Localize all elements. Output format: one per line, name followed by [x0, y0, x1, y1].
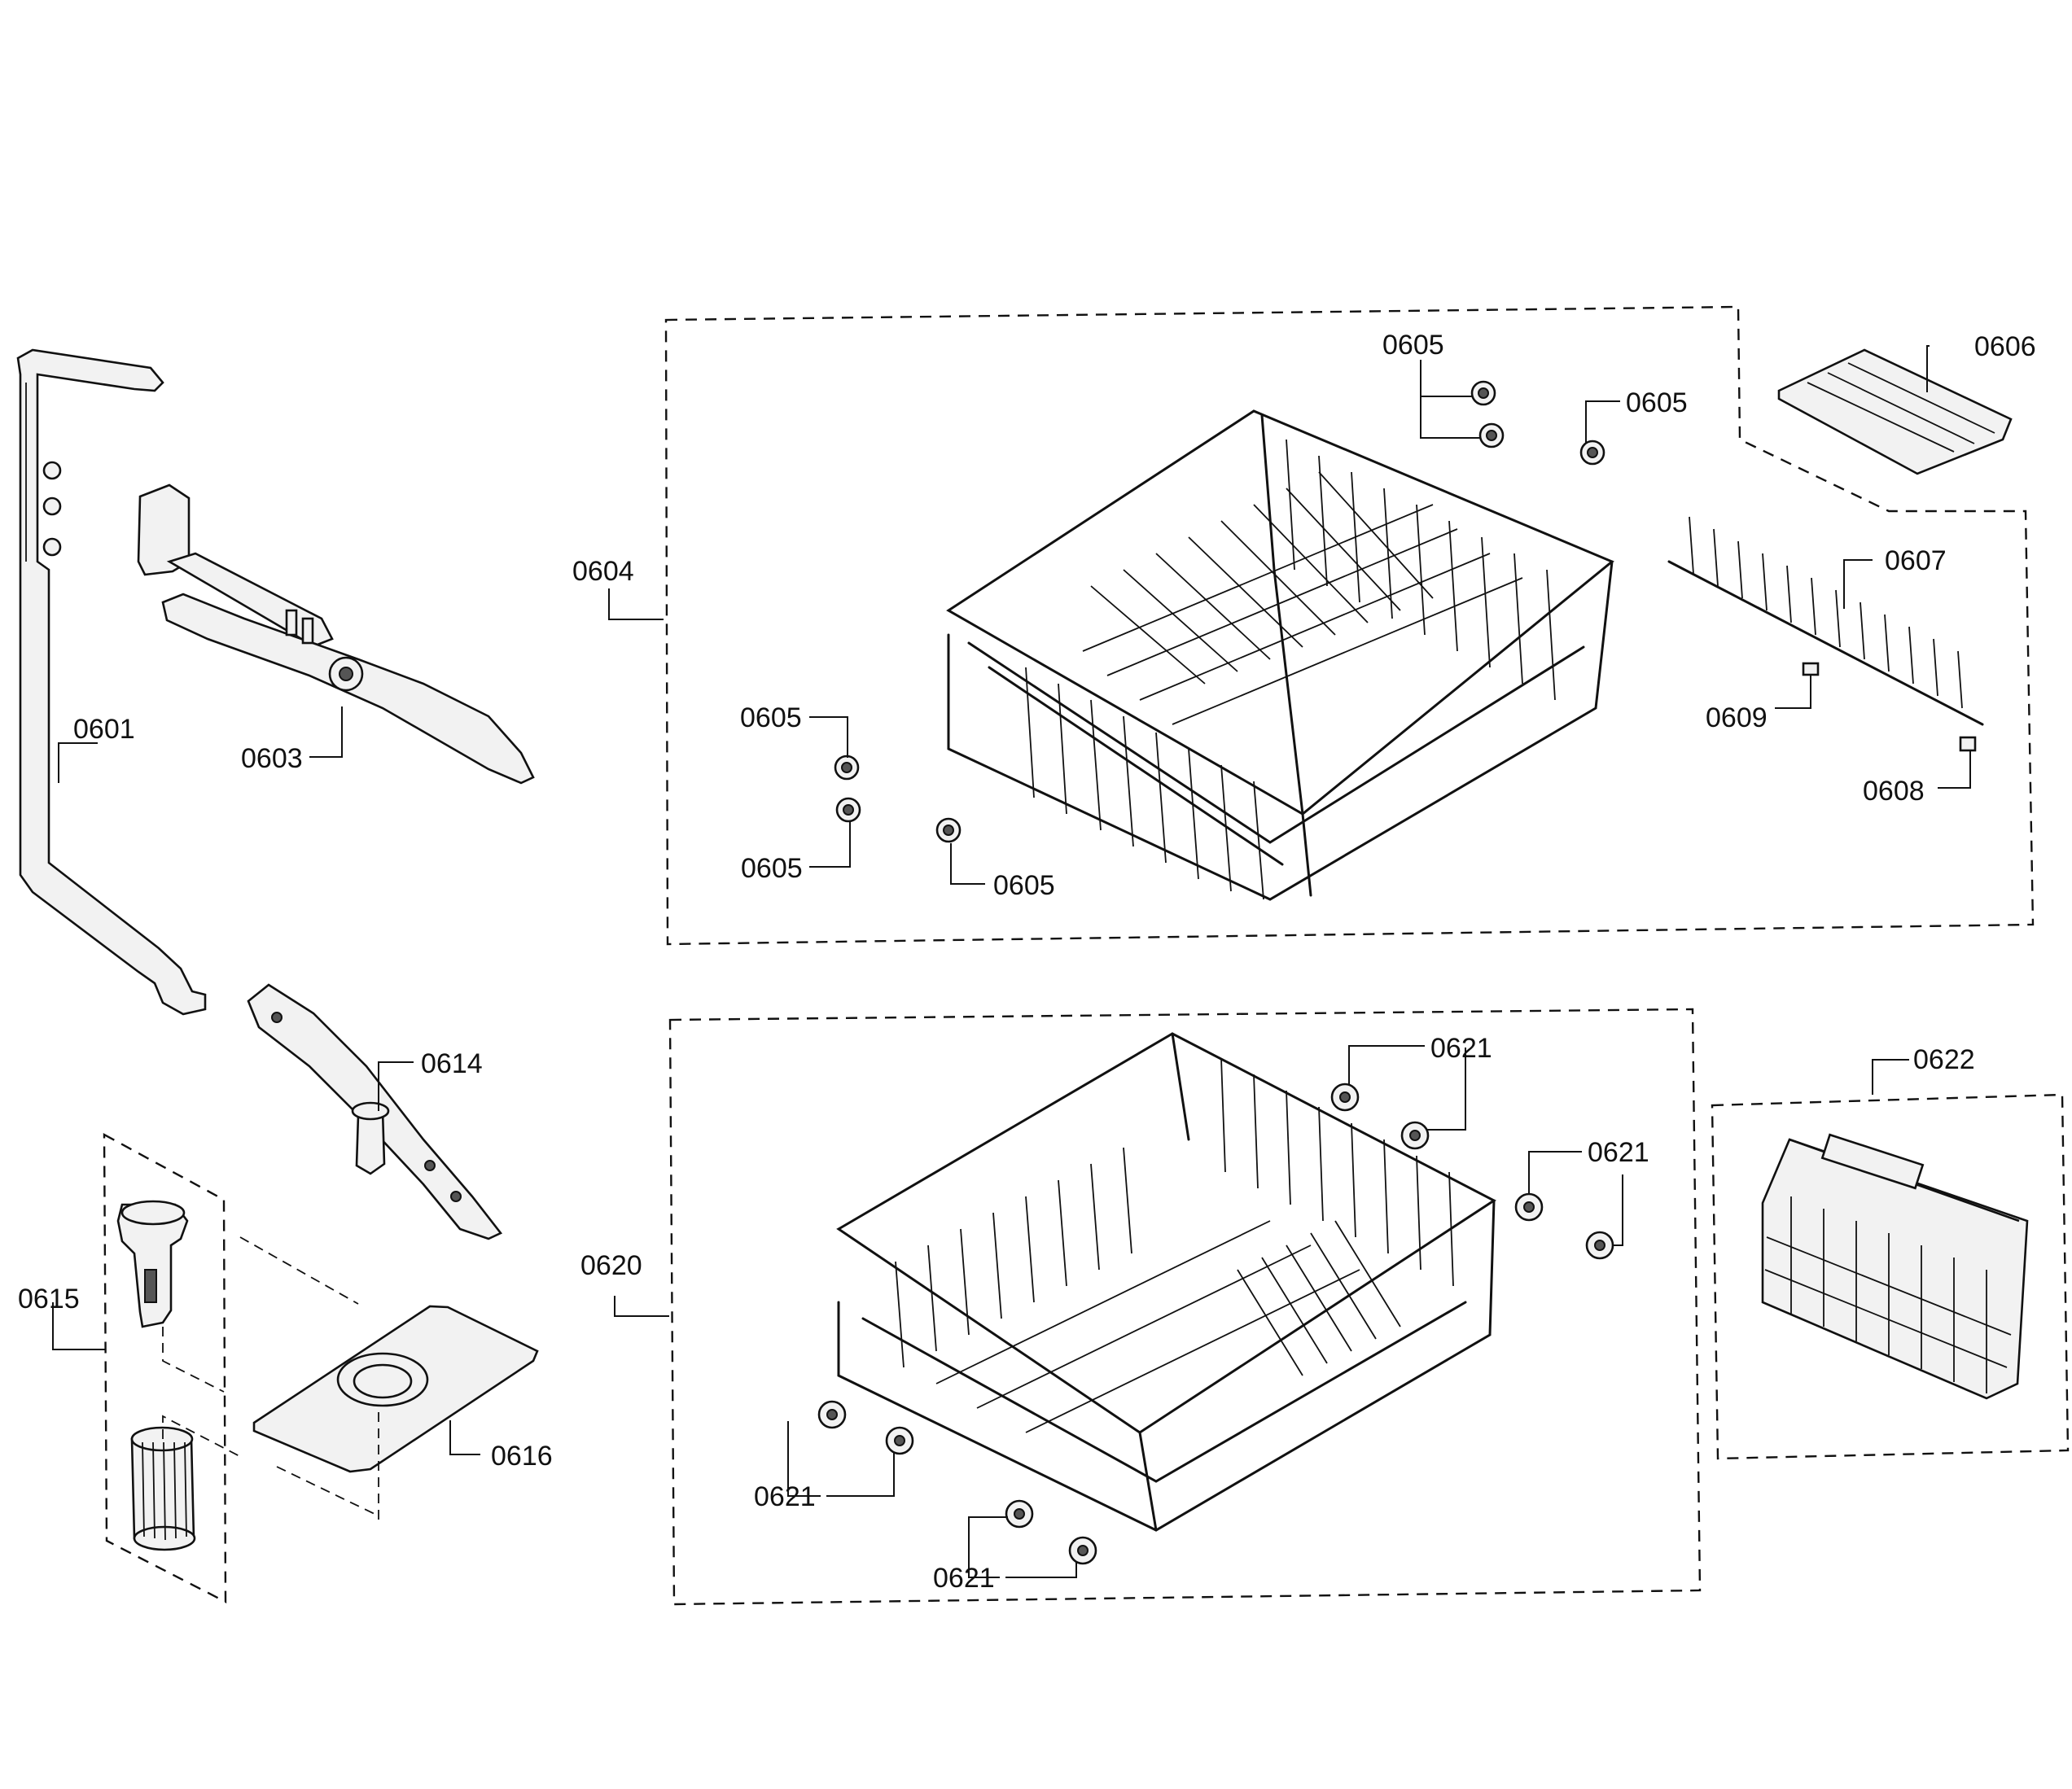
tine-clip-0609-part — [1802, 662, 1820, 676]
callout-0616: 0616 — [491, 1441, 553, 1472]
spray-supply-tube-part — [16, 348, 207, 1016]
callout-0621-left: 0621 — [754, 1481, 816, 1512]
upper-rack-group-box — [664, 305, 2035, 946]
callout-0607: 0607 — [1885, 545, 1947, 576]
callout-0609: 0609 — [1706, 702, 1768, 733]
filter-assembly-line — [162, 1327, 242, 1458]
callout-0614: 0614 — [421, 1048, 483, 1079]
fine-filter-part — [116, 1200, 189, 1328]
filter-group-box — [103, 1132, 227, 1603]
leader-lines — [52, 345, 1971, 1578]
callout-0603: 0603 — [241, 743, 303, 774]
upper-dish-rack-part — [946, 409, 1614, 901]
lower-spray-arm-part — [247, 983, 503, 1240]
coarse-filter-cylinder-part — [130, 1426, 196, 1551]
callout-0605-bottom: 0605 — [993, 870, 1055, 901]
callout-0615: 0615 — [18, 1284, 80, 1314]
callout-0620: 0620 — [580, 1250, 642, 1281]
callout-0605-left-upper: 0605 — [740, 702, 802, 733]
callout-0605-left-lower: 0605 — [741, 853, 803, 884]
callout-0601: 0601 — [73, 714, 135, 745]
callout-0621-right: 0621 — [1588, 1137, 1649, 1168]
callout-0605-top-right: 0605 — [1626, 387, 1688, 418]
tine-clip-0608-part — [1959, 736, 1977, 752]
lower-rack-wheel-part — [817, 1083, 1614, 1565]
callout-0605-top-left: 0605 — [1382, 330, 1444, 361]
lower-rack-group-box — [668, 1008, 1702, 1606]
callout-0608: 0608 — [1863, 776, 1925, 807]
callout-0606: 0606 — [1974, 331, 2036, 362]
callout-0621-bottom: 0621 — [933, 1563, 995, 1594]
cutlery-basket-part — [1761, 1133, 2029, 1400]
cutlery-basket-group-box — [1711, 1093, 2070, 1460]
upper-spray-arm-part — [137, 483, 535, 785]
lower-dish-rack-part — [836, 1032, 1496, 1532]
callout-0622: 0622 — [1913, 1044, 1975, 1075]
cup-shelf-part — [1777, 348, 2013, 475]
folding-tine-row-part — [1667, 516, 1984, 726]
upper-rack-wheel-part — [834, 380, 1605, 843]
callout-0604: 0604 — [572, 556, 634, 587]
callout-0621-top: 0621 — [1430, 1033, 1492, 1064]
filter-plate-part — [239, 1236, 539, 1522]
